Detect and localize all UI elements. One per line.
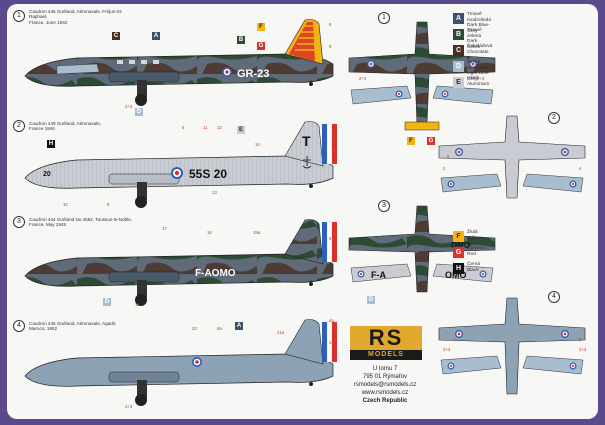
address-line-5: Czech Republic xyxy=(362,398,408,404)
profile-4-title: Caudron 445 Goéland, Aéronavale, Agadir,… xyxy=(29,321,117,332)
plan-1-top-view xyxy=(348,21,496,131)
callout-c: C xyxy=(112,32,120,40)
profile-2-aircraft: 55S 20 20 T xyxy=(24,121,337,208)
profile-4-number: 4 xyxy=(13,320,25,332)
callout-d-3: D xyxy=(103,298,111,306)
profile-2-number: 2 xyxy=(13,120,25,132)
svg-text:F-A: F-A xyxy=(371,270,386,280)
plan-3-top-view: OMO xyxy=(348,205,496,293)
profile-3-number: 3 xyxy=(13,216,25,228)
profile-1-title: Caudron 445 Goéland, Aéronavale, Fréjus-… xyxy=(29,9,123,25)
profile-2-tail: T xyxy=(302,133,311,149)
callout-a: A xyxy=(152,32,160,40)
svg-text:OMO: OMO xyxy=(445,270,467,280)
plan-1-under-wings xyxy=(350,85,494,105)
plan-4-number: 4 xyxy=(548,291,560,303)
callout-h: H xyxy=(47,140,55,148)
profile-1-aircraft: GR-23 xyxy=(24,19,334,106)
callout-b: B xyxy=(237,36,245,44)
profile-3-title: Caudron 444 Goéland No.4592, Toussus-le-… xyxy=(29,217,133,228)
callout-g: G xyxy=(257,42,265,50)
callout-d: D xyxy=(135,108,143,116)
rs-models-logo: RS MODELS xyxy=(350,326,422,360)
address-line-2: 795 01 Rýmařov xyxy=(362,374,408,380)
plan-3-number: 3 xyxy=(378,200,390,212)
anchor-icon xyxy=(302,156,312,169)
plan-2-top-view xyxy=(438,115,586,199)
address-line-3: rsmodels@rsmodels.cz xyxy=(353,382,417,388)
tricolor-flag-icon xyxy=(322,124,327,164)
profile-4-aircraft xyxy=(24,319,337,406)
profile-1-code: GR-23 xyxy=(237,68,269,80)
callout-a-4: A xyxy=(235,322,243,330)
plan-2-under-wings xyxy=(440,173,584,193)
plan-1-number: 1 xyxy=(378,12,390,24)
callout-e: E xyxy=(237,126,245,134)
profile-2-code: 55S 20 xyxy=(189,167,227,181)
profile-1-number: 1 xyxy=(13,10,25,22)
address-line-1: U Iomu 7 xyxy=(372,366,398,372)
profile-2-side: 20 xyxy=(43,171,51,178)
decal-sheet: 1 Caudron 445 Goéland, Aéronavale, Fréju… xyxy=(7,4,598,419)
plan-4-top-view xyxy=(438,297,586,395)
profile-3-aircraft: F-AOMO xyxy=(24,219,337,306)
plan-4-under-wings xyxy=(440,355,584,375)
address-line-4: www.rsmodels.cz xyxy=(361,390,409,396)
callout-f: F xyxy=(257,23,265,31)
profile-3-code: F-AOMO xyxy=(195,268,236,279)
profile-2-title: Caudron 449 Goéland, Aéronavale, France … xyxy=(29,121,102,132)
svg-text:OMO: OMO xyxy=(451,241,470,250)
plan-2-number: 2 xyxy=(548,112,560,124)
